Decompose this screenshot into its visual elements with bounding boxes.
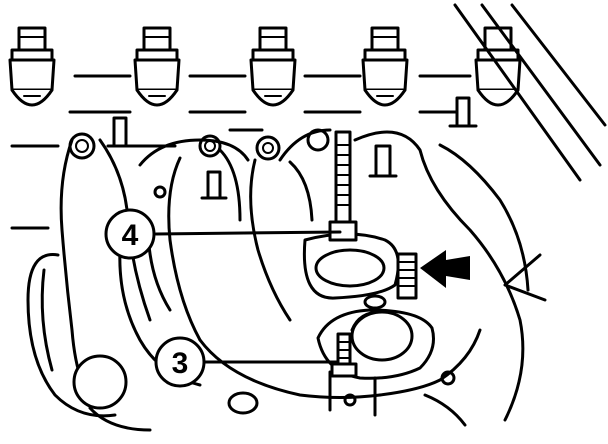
callout-3: 3 <box>154 336 340 388</box>
injector-3 <box>249 26 297 107</box>
pointer-arrow <box>420 250 470 288</box>
outlet-flange <box>302 232 400 310</box>
stud <box>368 144 398 178</box>
long-bolt <box>328 130 358 242</box>
hatch-lines <box>453 3 607 182</box>
stud <box>106 116 134 148</box>
injector-4 <box>361 26 409 107</box>
callout-3-label: 3 <box>172 347 189 380</box>
injector-1 <box>8 26 56 107</box>
callout-4-label: 4 <box>122 219 139 252</box>
stud <box>448 96 478 128</box>
manifold-studs <box>106 96 478 200</box>
exhaust-manifold <box>26 128 547 432</box>
flange-stud <box>396 252 418 300</box>
injector-2 <box>133 26 181 107</box>
fuel-rail <box>68 74 472 114</box>
downpipe <box>316 308 435 417</box>
stud <box>200 170 228 200</box>
callout-4: 4 <box>104 208 342 260</box>
